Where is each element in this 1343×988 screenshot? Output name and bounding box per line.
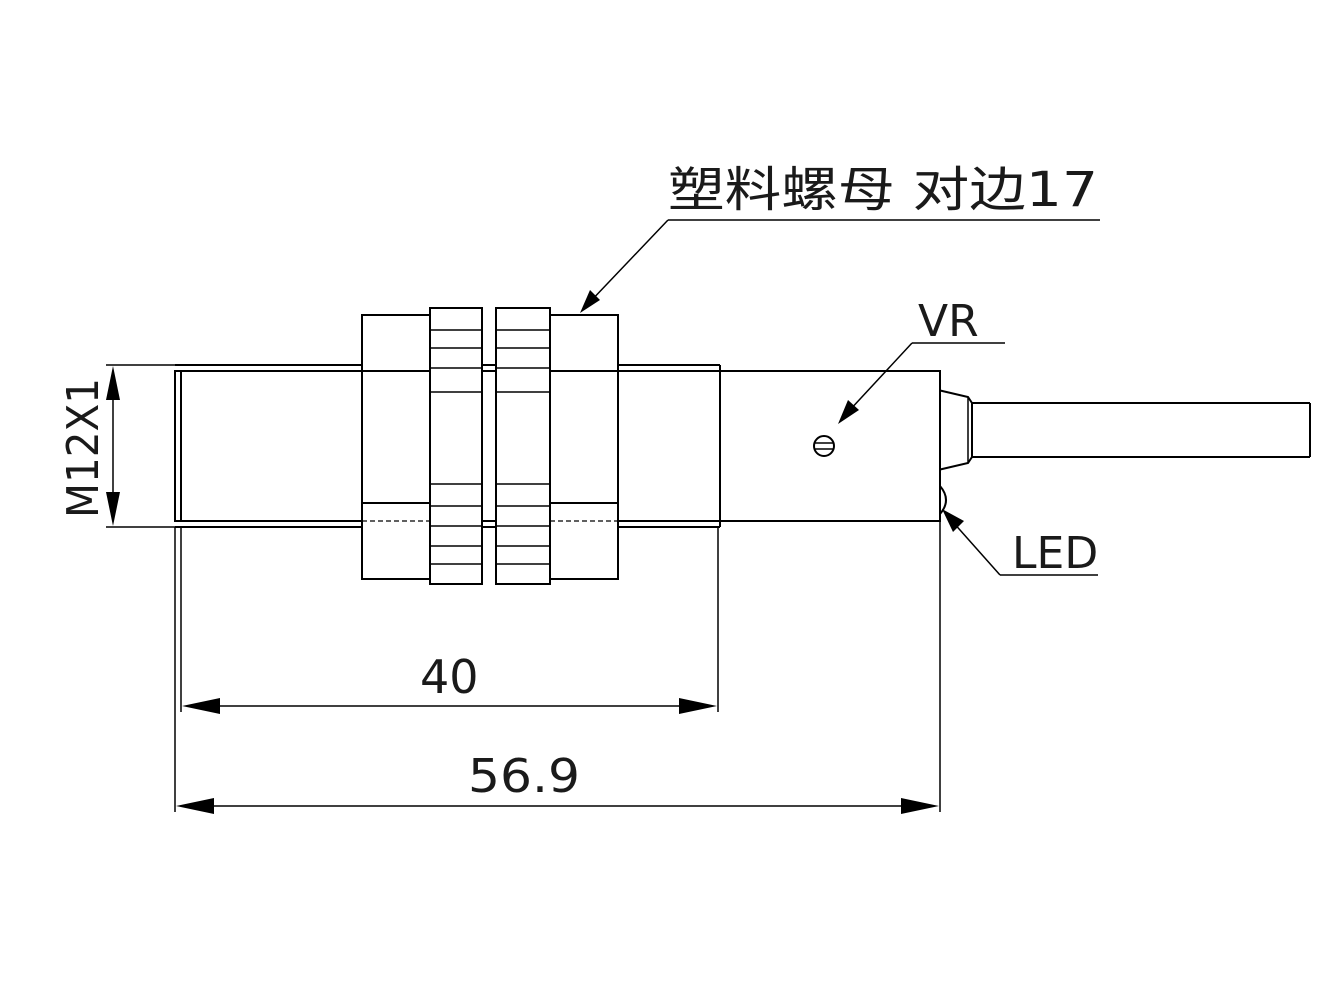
dim-40	[180, 527, 719, 714]
cable	[972, 402, 1311, 458]
dim-40-label: 40	[420, 650, 479, 704]
thread-dimension	[106, 364, 175, 528]
dim-56-9-label: 56.9	[468, 749, 580, 803]
cable-gland	[937, 389, 973, 471]
dim-56-9	[174, 470, 941, 814]
plastic-nut-left	[361, 307, 483, 585]
vr-label: VR	[918, 296, 979, 347]
plastic-nut-right	[495, 307, 619, 585]
vr-potentiometer	[813, 435, 835, 457]
nut-note-label: 塑料螺母 对边17	[668, 162, 1098, 218]
vr-leader	[838, 342, 1005, 424]
led-leader	[942, 509, 1098, 576]
led-indicator	[939, 485, 947, 515]
led-label: LED	[1012, 528, 1098, 579]
nut-leader	[580, 219, 1100, 313]
thread-label: M12X1	[58, 378, 109, 518]
